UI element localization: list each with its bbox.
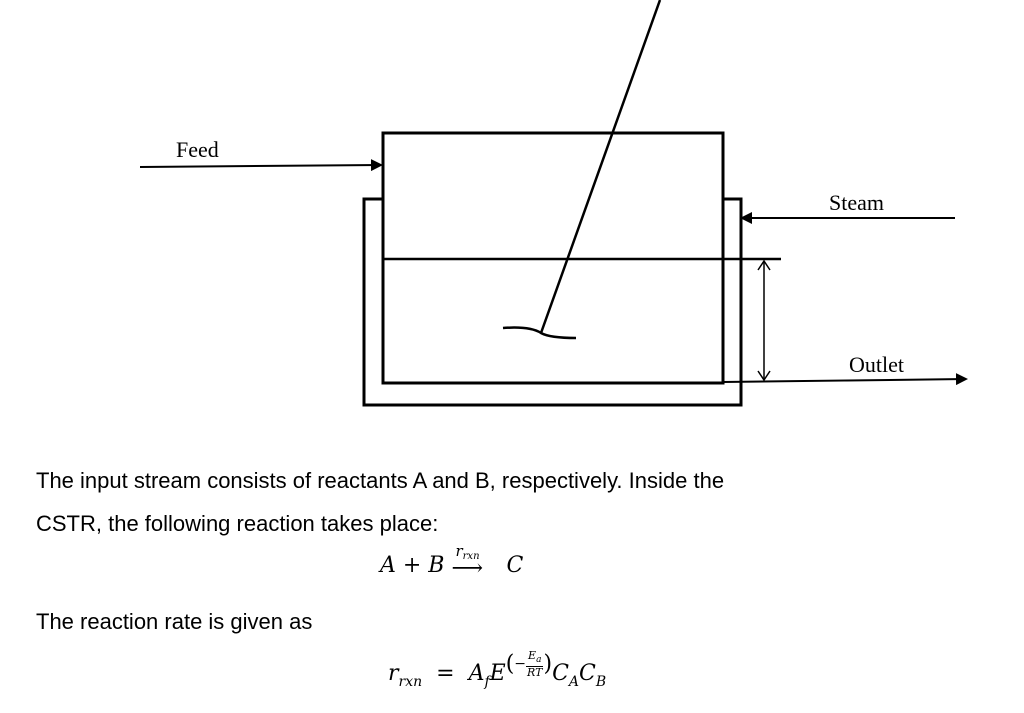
rate-paragraph: The reaction rate is given as — [36, 609, 313, 634]
reaction-arrow-group: rrxn ⟶ — [451, 542, 499, 581]
stirrer-impeller — [502, 326, 577, 340]
intro-line-1: The input stream consists of reactants A… — [36, 468, 725, 493]
intro-line-2: CSTR, the following reaction takes place… — [36, 511, 439, 536]
jacket-outline — [362, 197, 743, 407]
reaction-equation: A + B rrxn ⟶ C — [380, 542, 524, 592]
rate-lhs: rrxn — [388, 661, 423, 691]
reaction-rhs: C — [506, 553, 524, 578]
reaction-arrow-label: rrxn — [455, 542, 480, 562]
feed-label: Feed — [176, 137, 219, 162]
reaction-lhs: A + B — [380, 553, 445, 578]
cstr-diagram: Feed Steam Outlet — [139, 0, 968, 407]
level-indicator-top-arrow — [757, 259, 771, 271]
outlet-label: Outlet — [849, 352, 904, 377]
feed-arrow — [139, 159, 383, 172]
level-indicator-bottom-arrow — [757, 370, 771, 382]
reaction-arrow: ⟶ — [451, 556, 484, 581]
steam-label: Steam — [829, 190, 884, 215]
intro-paragraph: The input stream consists of reactants A… — [36, 459, 724, 545]
outlet-arrow — [722, 373, 968, 386]
stirrer-shaft — [539, 0, 662, 334]
